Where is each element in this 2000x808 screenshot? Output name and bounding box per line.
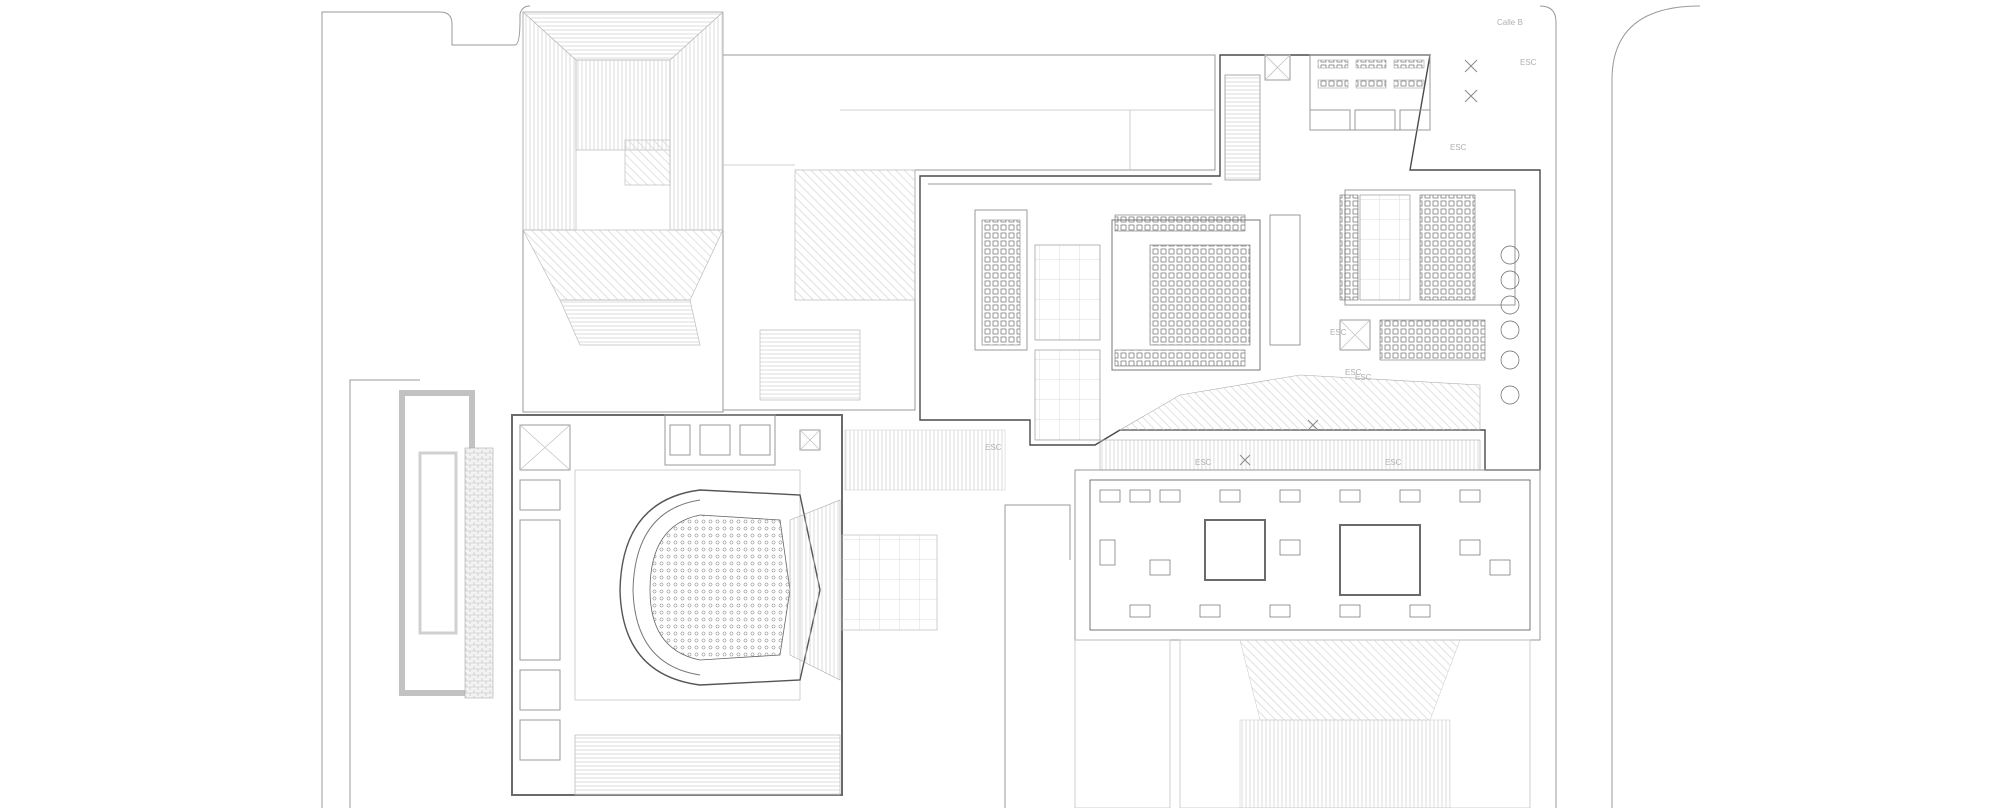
plan-labels: Calle B ESC ESC ESC ESC ESC ESC ESC ESC xyxy=(985,18,1537,467)
new-building xyxy=(919,54,1541,471)
room-label: ESC xyxy=(1345,368,1362,377)
room-label: ESC xyxy=(985,443,1002,452)
room-label: ESC xyxy=(1450,143,1467,152)
historic-theatre xyxy=(399,390,1006,796)
roof-block-north xyxy=(522,11,724,413)
room-label: ESC xyxy=(1355,373,1372,382)
street-label: Calle B xyxy=(1497,18,1523,27)
office-floor xyxy=(1004,469,1541,808)
room-label: ESC xyxy=(1195,458,1212,467)
site-boundary-lines xyxy=(321,5,1701,808)
roof-block-middle xyxy=(723,54,1216,411)
room-label: ESC xyxy=(1520,58,1537,67)
room-label: ESC xyxy=(1385,458,1402,467)
room-label: ESC xyxy=(1330,328,1347,337)
